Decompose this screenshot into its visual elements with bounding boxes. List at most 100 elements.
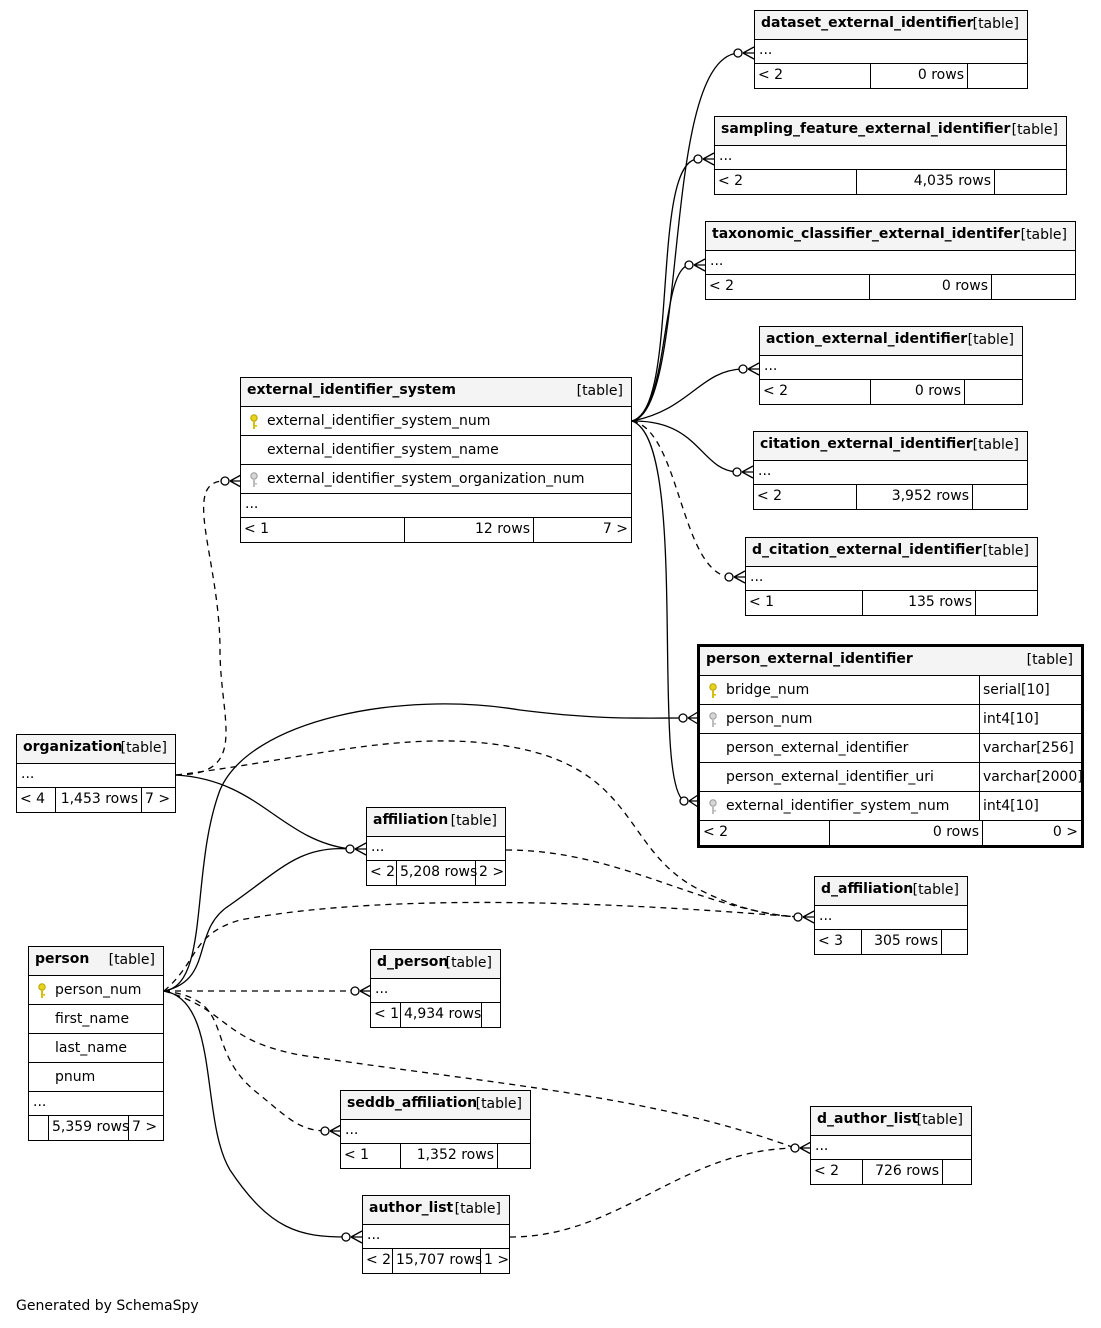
marker-dataset <box>733 46 755 60</box>
marker-taxonomic <box>684 258 706 272</box>
table-author-list[interactable]: author_list [table] ... < 2 15,707 rows … <box>362 1195 510 1274</box>
column-row[interactable]: external_identifier_system_num int4[10] <box>700 792 1081 821</box>
children-count[interactable]: 7 > <box>132 1119 158 1135</box>
marker-affiliation <box>345 842 367 856</box>
row-count: 4,934 rows <box>401 1003 482 1027</box>
foreign-key-icon <box>250 472 258 487</box>
table-affiliation[interactable]: affiliation [table] ... < 2 5,208 rows 2… <box>366 807 506 886</box>
edge-person-authorlist <box>163 990 347 1238</box>
parents-count[interactable]: < 1 <box>341 1144 401 1168</box>
row-count: 135 rows <box>863 591 976 615</box>
column-row[interactable]: person_num int4[10] <box>700 705 1081 734</box>
table-d-citation-external-identifier[interactable]: d_citation_external_identifier [table] .… <box>745 537 1038 616</box>
table-type: [table] <box>972 437 1019 453</box>
edge-affiliation-daffiliation <box>505 849 799 918</box>
table-type: [table] <box>972 16 1019 32</box>
children-count[interactable] <box>968 64 1027 88</box>
column-row[interactable]: last_name <box>29 1034 163 1063</box>
table-name: external_identifier_system <box>247 382 456 398</box>
table-type: [table] <box>450 813 497 829</box>
table-d-affiliation[interactable]: d_affiliation [table] ... < 3 305 rows <box>814 876 968 955</box>
table-footer: < 2 726 rows <box>811 1160 971 1184</box>
parents-count[interactable]: < 3 <box>815 930 862 954</box>
more-columns: ... <box>715 146 1066 170</box>
table-name: affiliation <box>373 812 449 828</box>
parents-count[interactable]: < 2 <box>811 1160 863 1184</box>
column-row[interactable]: pnum <box>29 1063 163 1092</box>
column-row[interactable]: person_num <box>29 976 163 1005</box>
table-external-identifier-system[interactable]: external_identifier_system [table] exter… <box>240 377 632 543</box>
parents-count[interactable]: < 2 <box>715 170 857 194</box>
column-row[interactable]: first_name <box>29 1005 163 1034</box>
table-taxonomic-classifier-external-identifer[interactable]: taxonomic_classifier_external_identifer … <box>705 221 1076 300</box>
table-person[interactable]: person [table] person_num first_name las… <box>28 946 164 1141</box>
parents-count[interactable]: < 2 <box>755 64 871 88</box>
table-header: d_author_list [table] <box>811 1107 971 1136</box>
row-count: 1,352 rows <box>401 1144 498 1168</box>
children-count[interactable] <box>482 1003 500 1027</box>
more-columns: ... <box>760 356 1022 380</box>
table-person-external-identifier[interactable]: person_external_identifier [table] bridg… <box>697 644 1084 848</box>
primary-key-icon <box>250 414 258 429</box>
table-dataset-external-identifier[interactable]: dataset_external_identifier [table] ... … <box>754 10 1028 89</box>
primary-key-icon <box>709 683 717 698</box>
parents-count[interactable]: < 2 <box>700 821 830 845</box>
children-count[interactable] <box>995 170 1066 194</box>
column-row[interactable]: external_identifier_system_organization_… <box>241 465 631 494</box>
parents-count[interactable]: < 2 <box>760 380 871 404</box>
column-datatype: varchar[2000] <box>979 763 1081 791</box>
children-count[interactable] <box>498 1144 530 1168</box>
table-header: person [table] <box>29 947 163 976</box>
children-count[interactable]: 2 > <box>479 864 505 880</box>
children-count[interactable] <box>973 485 1027 509</box>
table-type: [table] <box>454 1201 501 1217</box>
children-count[interactable]: 1 > <box>484 1252 509 1268</box>
table-seddb-affiliation[interactable]: seddb_affiliation [table] ... < 1 1,352 … <box>340 1090 531 1169</box>
parents-count[interactable] <box>29 1116 49 1140</box>
table-d-author-list[interactable]: d_author_list [table] ... < 2 726 rows <box>810 1106 972 1185</box>
table-footer: < 1 1,352 rows <box>341 1144 530 1168</box>
table-citation-external-identifier[interactable]: citation_external_identifier [table] ...… <box>753 431 1028 510</box>
column-row[interactable]: person_external_identifier_uri varchar[2… <box>700 763 1081 792</box>
parents-count[interactable]: < 1 <box>241 518 405 542</box>
marker-dcitation <box>724 570 746 584</box>
row-count: 5,359 rows <box>49 1116 129 1140</box>
parents-count[interactable]: < 2 <box>367 861 397 885</box>
table-footer: < 2 0 rows <box>755 64 1027 88</box>
row-count: 4,035 rows <box>857 170 995 194</box>
more-columns: ... <box>29 1092 163 1116</box>
parents-count[interactable]: < 2 <box>706 275 870 299</box>
children-count[interactable]: 0 > <box>1052 824 1078 840</box>
children-count[interactable] <box>943 1160 971 1184</box>
children-count[interactable] <box>942 930 967 954</box>
table-organization[interactable]: organization [table] ... < 4 1,453 rows … <box>16 734 176 813</box>
table-type: [table] <box>912 882 959 898</box>
parents-count[interactable]: < 4 <box>17 788 56 812</box>
row-count: 5,208 rows <box>397 861 477 885</box>
foreign-key-icon <box>709 799 717 814</box>
children-count[interactable] <box>992 275 1075 299</box>
column-row[interactable]: bridge_num serial[10] <box>700 676 1081 705</box>
table-footer: < 4 1,453 rows 7 > <box>17 788 175 812</box>
table-action-external-identifier[interactable]: action_external_identifier [table] ... <… <box>759 326 1023 405</box>
column-name: external_identifier_system_name <box>267 442 499 458</box>
parents-count[interactable]: < 1 <box>371 1003 401 1027</box>
table-d-person[interactable]: d_person [table] ... < 1 4,934 rows <box>370 949 501 1028</box>
table-type: [table] <box>120 740 167 756</box>
children-count[interactable] <box>965 380 1022 404</box>
children-count[interactable] <box>976 591 1037 615</box>
column-row[interactable]: external_identifier_system_num <box>241 407 631 436</box>
table-name: d_author_list <box>817 1111 919 1127</box>
table-type: [table] <box>445 955 492 971</box>
parents-count[interactable]: < 1 <box>746 591 863 615</box>
column-row[interactable]: external_identifier_system_name <box>241 436 631 465</box>
parents-count[interactable]: < 2 <box>754 485 857 509</box>
parents-count[interactable]: < 2 <box>363 1249 393 1273</box>
children-count[interactable]: 7 > <box>602 521 628 537</box>
column-row[interactable]: person_external_identifier varchar[256] <box>700 734 1081 763</box>
column-name: external_identifier_system_num <box>267 413 491 429</box>
table-footer: < 2 0 rows <box>760 380 1022 404</box>
children-count[interactable]: 7 > <box>145 791 171 807</box>
more-columns: ... <box>706 251 1075 275</box>
table-sampling-feature-external-identifier[interactable]: sampling_feature_external_identifier [ta… <box>714 116 1067 195</box>
